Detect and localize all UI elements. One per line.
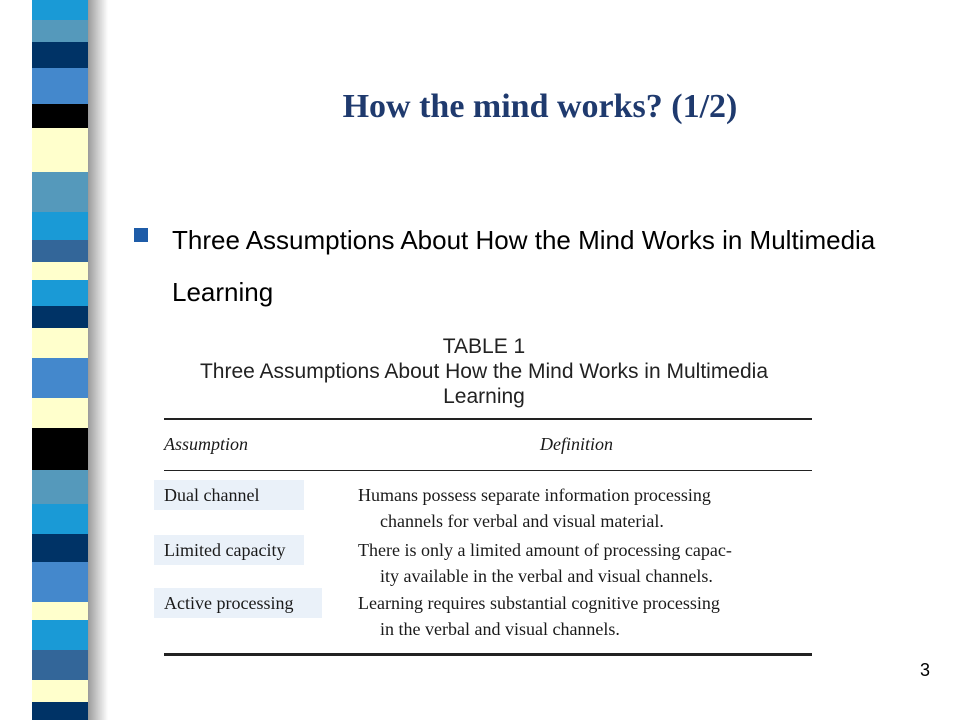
strip-block: [32, 42, 88, 68]
strip-shadow: [88, 0, 108, 720]
table-heading: TABLE 1 Three Assumptions About How the …: [152, 334, 816, 409]
strip-block: [32, 0, 88, 20]
row-definition: Learning requires substantial cognitive …: [358, 590, 818, 642]
row-definition-line1: There is only a limited amount of proces…: [358, 540, 732, 560]
strip-block: [32, 306, 88, 328]
strip-block: [32, 680, 88, 702]
bullet-text: Three Assumptions About How the Mind Wor…: [172, 225, 876, 307]
strip-block: [32, 68, 88, 104]
strip-block: [32, 328, 88, 358]
row-term: Limited capacity: [154, 535, 304, 565]
strip-block: [32, 128, 88, 172]
row-definition-line2: ity available in the verbal and visual c…: [380, 566, 713, 586]
bullet-square-icon: [134, 228, 148, 242]
column-header-assumption: Assumption: [164, 434, 249, 454]
column-header-definition: Definition: [540, 434, 613, 454]
row-definition-line2: in the verbal and visual channels.: [380, 619, 620, 639]
strip-block: [32, 504, 88, 534]
slide-title: How the mind works? (1/2): [342, 88, 738, 125]
table-heading-line1: TABLE 1: [442, 335, 526, 358]
table-rule-bottom: [164, 653, 812, 656]
strip-block: [32, 172, 88, 212]
strip-block: [32, 358, 88, 398]
strip-block: [32, 240, 88, 262]
strip-block: [32, 534, 88, 562]
strip-block: [32, 20, 88, 42]
strip-block: [32, 602, 88, 620]
row-definition-line2: channels for verbal and visual material.: [380, 511, 664, 531]
decorative-strip: [32, 0, 88, 720]
strip-block: [32, 398, 88, 428]
table-row: Dual channel Humans possess separate inf…: [152, 480, 816, 532]
table-heading-line3: Learning: [443, 385, 525, 408]
row-definition: There is only a limited amount of proces…: [358, 537, 818, 589]
strip-block: [32, 702, 88, 720]
strip-block: [32, 212, 88, 240]
row-definition-line1: Humans possess separate information proc…: [358, 485, 711, 505]
row-term: Active processing: [154, 588, 322, 618]
strip-block: [32, 104, 88, 128]
table-row: Limited capacity There is only a limited…: [152, 535, 816, 587]
strip-block: [32, 280, 88, 306]
table-heading-line2: Three Assumptions About How the Mind Wor…: [199, 360, 769, 383]
page-number: 3: [919, 660, 930, 680]
strip-block: [32, 650, 88, 680]
row-definition: Humans possess separate information proc…: [358, 482, 818, 534]
strip-block: [32, 428, 88, 470]
strip-block: [32, 620, 88, 650]
row-term: Dual channel: [154, 480, 304, 510]
row-definition-line1: Learning requires substantial cognitive …: [358, 593, 720, 613]
table-row: Active processing Learning requires subs…: [152, 588, 816, 640]
table-rule-middle: [164, 470, 812, 471]
assumptions-table: TABLE 1 Three Assumptions About How the …: [152, 330, 816, 660]
strip-block: [32, 470, 88, 504]
strip-block: [32, 562, 88, 602]
table-rule-top: [164, 418, 812, 420]
strip-block: [32, 262, 88, 280]
